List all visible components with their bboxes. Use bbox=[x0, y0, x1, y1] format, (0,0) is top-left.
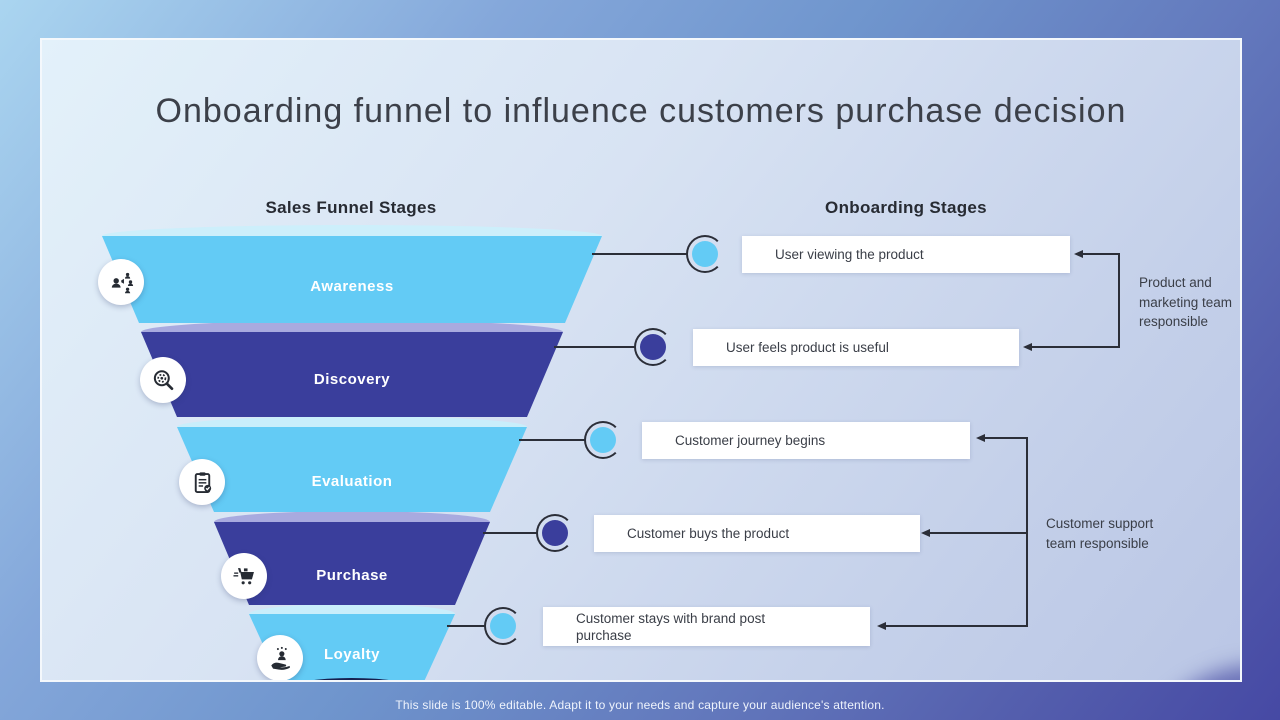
loyalty-hand-icon bbox=[257, 635, 303, 680]
shopping-cart-icon bbox=[221, 553, 267, 599]
connector-arc bbox=[634, 328, 672, 366]
connector-line bbox=[519, 439, 586, 441]
stage-label: Evaluation bbox=[311, 473, 393, 490]
funnel-stage-purchase: Purchase bbox=[214, 522, 490, 605]
onboarding-step-box: Customer buys the product bbox=[594, 515, 920, 552]
annotation-product-marketing: Product and marketing team responsible bbox=[1139, 275, 1233, 329]
bracket-line bbox=[886, 625, 1028, 627]
step-text: Customer journey begins bbox=[675, 433, 826, 448]
audience-announcement-icon bbox=[98, 259, 144, 305]
onboarding-step-box: User feels product is useful bbox=[693, 329, 1019, 366]
arrowhead-left-icon bbox=[877, 621, 886, 630]
connector-arc bbox=[686, 235, 724, 273]
stage-label: Purchase bbox=[316, 567, 388, 584]
funnel-stage-awareness: Awareness bbox=[102, 236, 602, 323]
stage-label: Loyalty bbox=[323, 646, 380, 663]
arrowhead-left-icon bbox=[921, 528, 930, 537]
step-text: Customer buys the product bbox=[627, 526, 790, 541]
connector-line bbox=[554, 346, 636, 348]
connector-dot bbox=[490, 613, 516, 639]
funnel-stage-discovery: Discovery bbox=[141, 332, 563, 417]
bracket-line bbox=[1032, 346, 1120, 348]
funnel-heading: Sales Funnel Stages bbox=[265, 198, 437, 217]
stage-label: Discovery bbox=[313, 371, 391, 388]
onboarding-step-box: Customer journey begins bbox=[642, 422, 970, 459]
connector-arc bbox=[536, 514, 574, 552]
bracket-line bbox=[930, 532, 1028, 534]
onboarding-step-box: Customer stays with brand post purchase bbox=[543, 607, 870, 646]
connector-dot bbox=[640, 334, 666, 360]
onboarding-heading: Onboarding Stages bbox=[825, 198, 987, 217]
onboarding-step-box: User viewing the product bbox=[742, 236, 1070, 273]
annotation-customer-support: Customer support team responsible bbox=[1046, 516, 1154, 551]
bracket-line bbox=[1083, 253, 1120, 255]
connector-arc bbox=[584, 421, 622, 459]
stage-label: Awareness bbox=[310, 278, 394, 295]
slide: Onboarding funnel to influence customers… bbox=[40, 38, 1242, 682]
search-gear-icon bbox=[140, 357, 186, 403]
funnel-stage-evaluation: Evaluation bbox=[177, 427, 527, 512]
decor-ring bbox=[1130, 665, 1240, 680]
clipboard-check-icon bbox=[179, 459, 225, 505]
bracket-line bbox=[1118, 253, 1120, 348]
page-title: Onboarding funnel to influence customers… bbox=[155, 92, 1127, 130]
arrowhead-left-icon bbox=[1074, 249, 1083, 258]
connector-line bbox=[592, 253, 688, 255]
connector-dot bbox=[590, 427, 616, 453]
footer-note: This slide is 100% editable. Adapt it to… bbox=[395, 698, 885, 712]
connector-arc bbox=[484, 607, 522, 645]
step-text: User viewing the product bbox=[775, 247, 924, 262]
funnel-base-ellipse bbox=[288, 678, 415, 680]
bracket-line bbox=[985, 437, 1028, 439]
connector-line bbox=[447, 625, 486, 627]
connector-dot bbox=[542, 520, 568, 546]
connector-line bbox=[483, 532, 538, 534]
step-text: User feels product is useful bbox=[726, 340, 889, 355]
arrowhead-left-icon bbox=[976, 433, 985, 442]
connector-dot bbox=[692, 241, 718, 267]
step-text: Customer stays with brand post purchase bbox=[576, 610, 766, 643]
arrowhead-left-icon bbox=[1023, 342, 1032, 351]
